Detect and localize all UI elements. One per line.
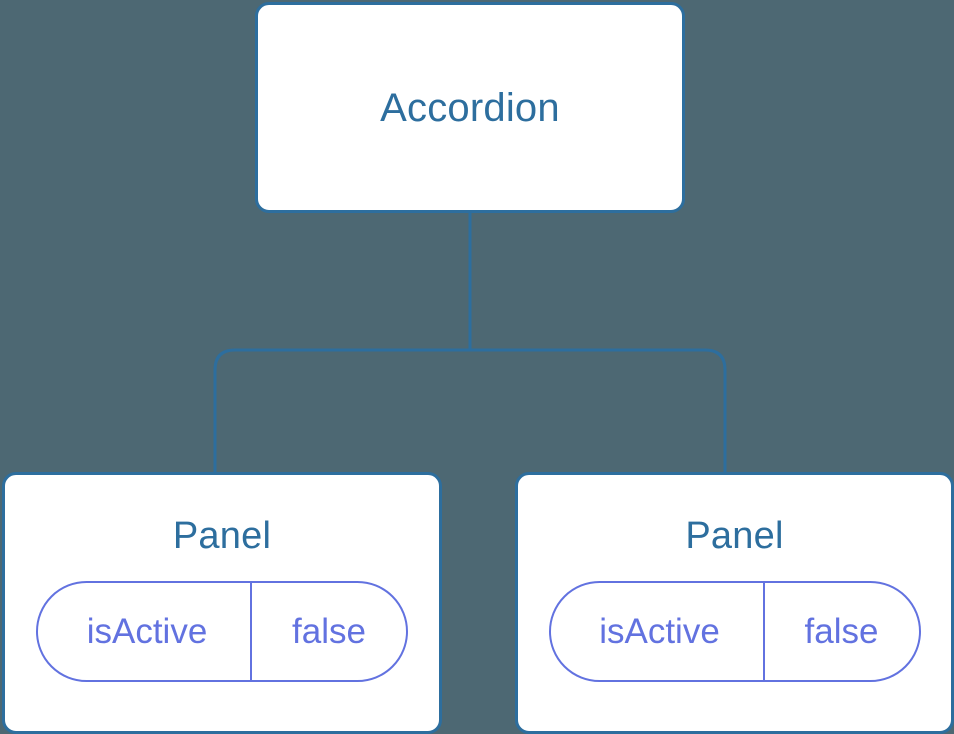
state-badge-panel-1[interactable]: isActive false xyxy=(36,581,408,682)
state-key-panel-1: isActive xyxy=(38,583,252,680)
state-key-panel-2: isActive xyxy=(551,583,765,680)
node-panel-2-title: Panel xyxy=(685,515,784,557)
connector-branch-right xyxy=(470,348,727,474)
node-panel-1-title: Panel xyxy=(172,515,272,557)
state-value-panel-1: false xyxy=(292,612,366,651)
node-panel-2[interactable]: Panel isActive false xyxy=(515,472,954,734)
state-badge-panel-2[interactable]: isActive false xyxy=(548,581,921,682)
node-panel-1[interactable]: Panel isActive false xyxy=(2,472,442,734)
connector-branch-left xyxy=(213,348,470,474)
node-accordion-title: Accordion xyxy=(380,85,560,130)
node-accordion[interactable]: Accordion xyxy=(255,2,685,213)
state-value-panel-2: false xyxy=(804,612,879,651)
